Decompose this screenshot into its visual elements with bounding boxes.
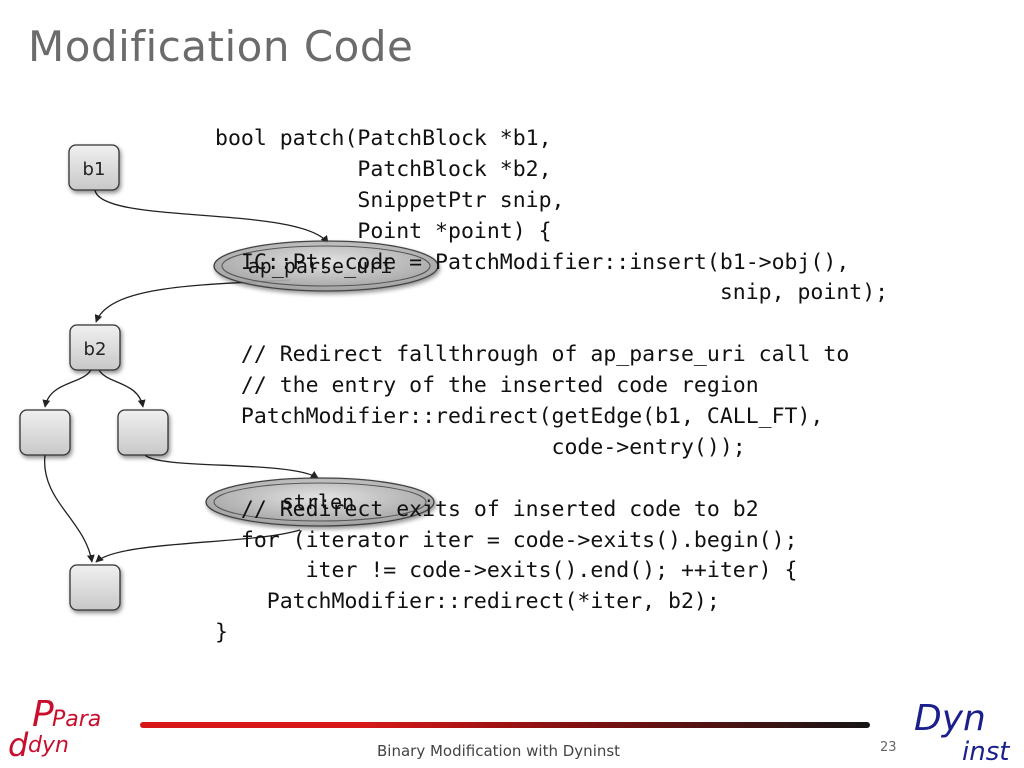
oval-strlen: strlen bbox=[205, 477, 435, 527]
dyninst-logo: Dyn inst bbox=[914, 698, 1010, 764]
svg-text:dyn: dyn bbox=[28, 733, 69, 758]
svg-text:inst: inst bbox=[962, 737, 1010, 764]
paradyn-logo: P Para d dyn bbox=[8, 694, 101, 764]
code-line: SnippetPtr snip, bbox=[215, 187, 565, 213]
code-line: PatchModifier::redirect(getEdge(b1, CALL… bbox=[215, 404, 824, 430]
code-line: IC::Ptr code = PatchModifier::insert(b1-… bbox=[215, 249, 850, 275]
footer-divider-bar bbox=[140, 722, 870, 728]
code-line: code->entry()); bbox=[215, 434, 746, 460]
edge-b2-to-right-block bbox=[97, 367, 146, 408]
edge-b2-to-left-block bbox=[42, 367, 93, 408]
svg-text:Para: Para bbox=[52, 707, 101, 732]
code-line: PatchBlock *b2, bbox=[215, 156, 552, 182]
block-b2-label: b2 bbox=[84, 339, 107, 360]
edge-right-block-to-strlen bbox=[144, 454, 319, 479]
code-line bbox=[215, 464, 888, 495]
edge-strlen-to-bottom bbox=[95, 529, 301, 563]
code-line: // Redirect fallthrough of ap_parse_uri … bbox=[215, 342, 850, 368]
svg-text:P: P bbox=[32, 694, 54, 735]
code-line: Point *point) { bbox=[215, 218, 552, 244]
block-b1: b1 bbox=[68, 144, 120, 191]
code-line: for (iterator iter = code->exits().begin… bbox=[215, 527, 798, 553]
edge-left-block-to-bottom bbox=[44, 454, 95, 563]
footer-title: Binary Modification with Dyninst bbox=[377, 742, 621, 760]
svg-text:Dyn: Dyn bbox=[914, 698, 986, 739]
svg-text:d: d bbox=[8, 726, 29, 764]
code-line: snip, point); bbox=[215, 280, 889, 306]
code-line bbox=[215, 309, 888, 340]
block-b1-label: b1 bbox=[83, 159, 106, 180]
block-left bbox=[19, 409, 71, 456]
code-block: bool patch(PatchBlock *b1, PatchBlock *b… bbox=[215, 124, 888, 649]
block-bottom bbox=[69, 564, 121, 611]
edge-b1-to-ap-parse-uri bbox=[94, 189, 329, 244]
code-line: } bbox=[215, 620, 228, 646]
code-line: PatchModifier::redirect(*iter, b2); bbox=[215, 589, 720, 615]
code-line: bool patch(PatchBlock *b1, bbox=[215, 126, 552, 151]
block-right bbox=[117, 409, 169, 456]
block-b2: b2 bbox=[69, 324, 121, 371]
page-number: 23 bbox=[880, 740, 897, 755]
oval-strlen-label: strlen bbox=[282, 490, 354, 514]
code-line: // the entry of the inserted code region bbox=[215, 373, 759, 399]
code-line: // Redirect exits of inserted code to b2 bbox=[215, 496, 759, 522]
oval-ap-parse-uri: ap_parse_uri bbox=[213, 240, 439, 292]
slide-title: Modification Code bbox=[28, 22, 414, 71]
code-line: iter != code->exits().end(); ++iter) { bbox=[215, 558, 798, 584]
oval-ap-parse-uri-label: ap_parse_uri bbox=[248, 254, 393, 278]
